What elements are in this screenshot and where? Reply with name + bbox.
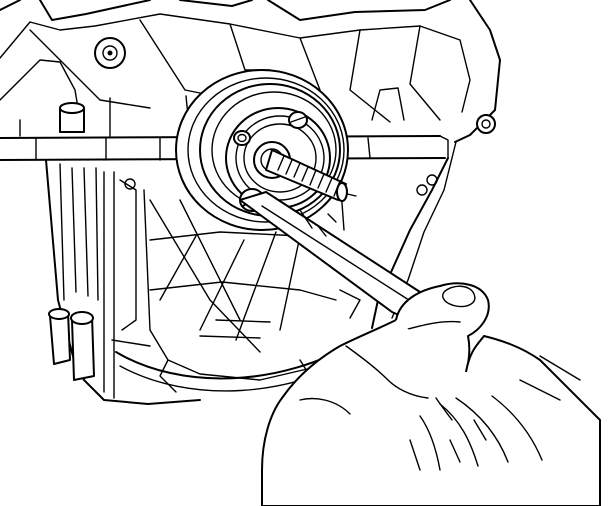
- technician-hand: [261, 282, 601, 506]
- upper-screw: [288, 111, 308, 129]
- threaded-rod: [253, 141, 348, 202]
- transmission-case: [0, 0, 501, 405]
- wrench: [239, 191, 431, 321]
